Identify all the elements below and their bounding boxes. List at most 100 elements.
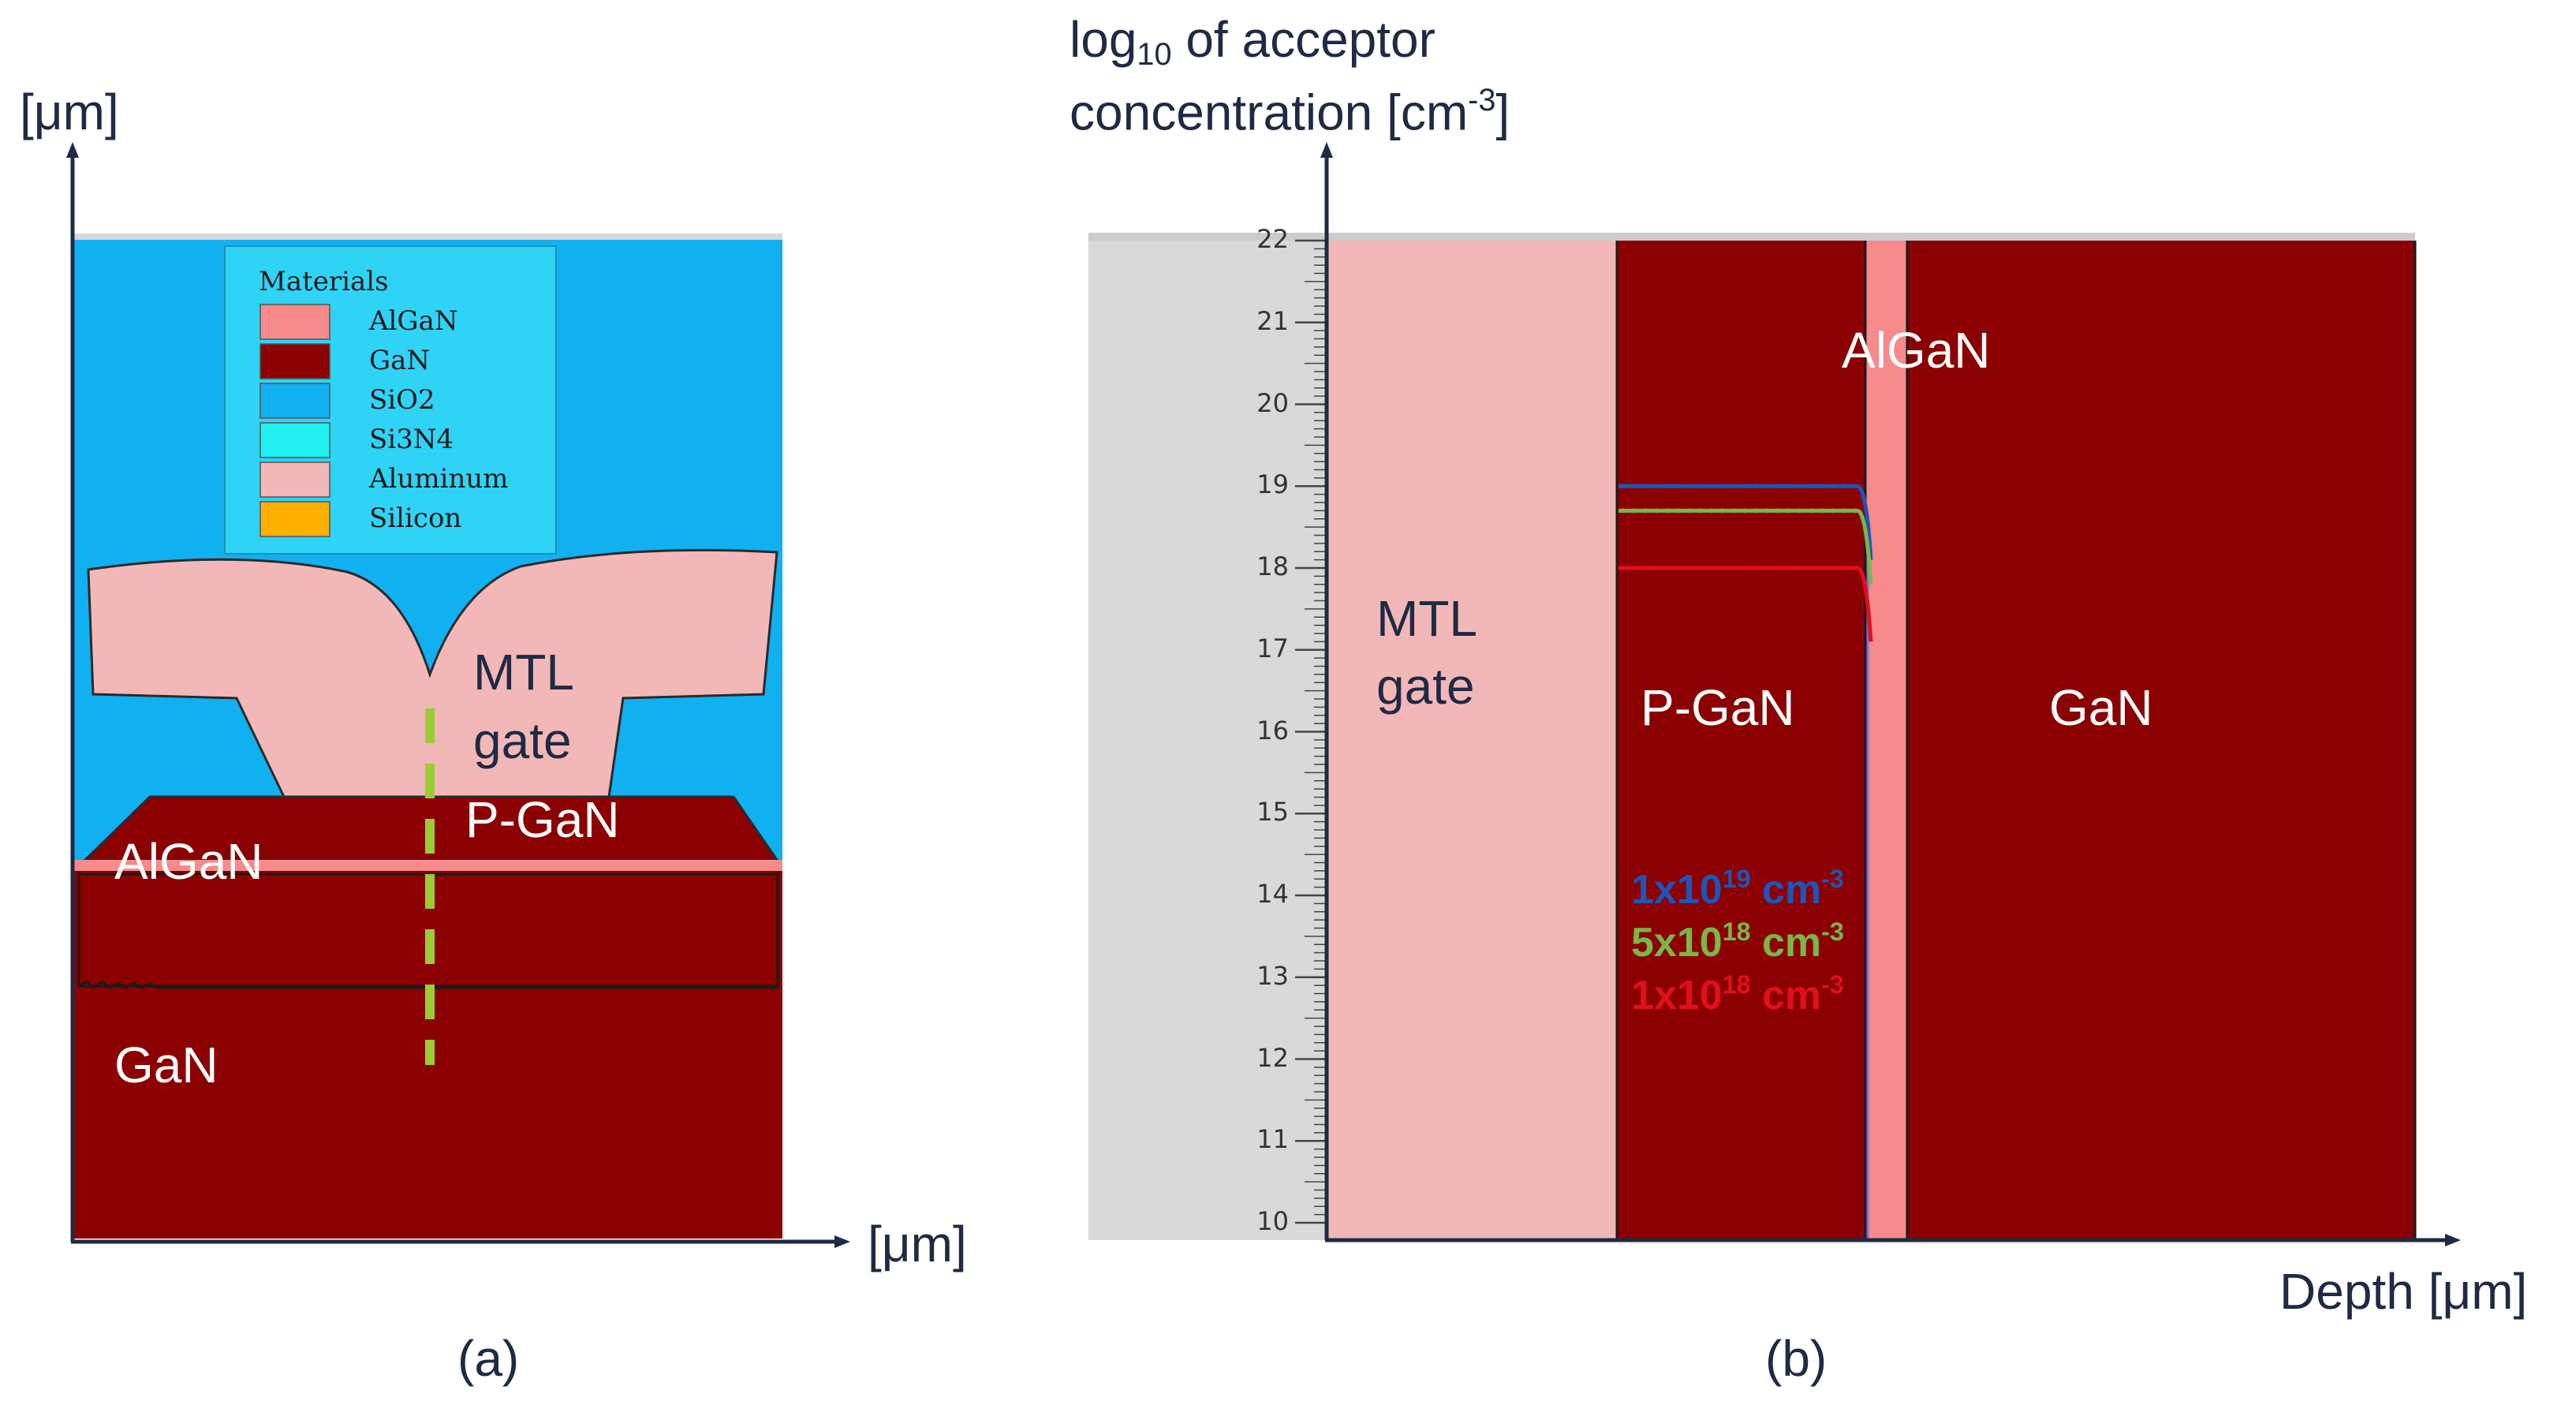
series-marker [1654, 508, 1659, 514]
panel-b-algan-label: AlGaN [1842, 322, 1991, 379]
series-marker [1654, 484, 1659, 489]
legend-label-aluminum: Aluminum [369, 463, 509, 495]
series-marker [1764, 566, 1769, 570]
series-marker [1687, 484, 1692, 489]
concentration-part: 1x10 [1631, 866, 1723, 913]
y-title-log: log [1070, 11, 1137, 68]
series-marker [1842, 484, 1846, 489]
series-marker [1809, 484, 1813, 489]
series-marker [1753, 566, 1758, 570]
pgan-region [1617, 241, 1865, 1240]
concentration-part: -3 [1821, 865, 1844, 893]
panel-a [66, 142, 850, 1248]
y-tick-label: 19 [1256, 469, 1289, 500]
series-marker [1798, 484, 1802, 489]
y-ticks [1295, 239, 1327, 1224]
legend-label-si3n4: Si3N4 [369, 424, 454, 455]
series-marker [1786, 508, 1791, 514]
series-marker [1643, 484, 1648, 489]
series-marker [1720, 566, 1725, 570]
y-tick-label: 17 [1256, 633, 1289, 663]
y-title2-pre: concentration [cm [1070, 84, 1469, 141]
y-title2-sup: -3 [1468, 83, 1496, 118]
series-marker [1632, 484, 1637, 489]
y-title-rest: of acceptor [1171, 11, 1435, 68]
series-marker [1753, 508, 1758, 514]
panel-a-gan-label: GaN [114, 1037, 218, 1093]
panel-a-mtl-label: MTL [473, 644, 574, 701]
algan-region [1865, 241, 1907, 1240]
series-marker [1665, 566, 1670, 570]
series-marker [1853, 484, 1857, 489]
concentration-part: 19 [1722, 865, 1751, 893]
series-marker [1731, 508, 1736, 514]
y-tick-label: 14 [1256, 879, 1289, 909]
panel-b-y-title-line1: log10 of acceptor [1070, 14, 1435, 71]
series-line-1 [1618, 508, 1873, 585]
series-marker [1742, 484, 1747, 489]
series-marker [1709, 566, 1714, 570]
concentration-label-1: 5x1018 cm-3 [1631, 919, 1844, 963]
series-marker [1775, 508, 1780, 514]
panel-a-x-unit: [μm] [868, 1216, 967, 1272]
panel-b-caption: (b) [1765, 1330, 1827, 1387]
panel-a-pgan-label: P-GaN [465, 791, 620, 848]
legend-title: Materials [259, 266, 389, 297]
panel-a-gate-label: gate [473, 712, 572, 769]
series-marker [1853, 508, 1857, 514]
series-marker [1842, 566, 1846, 570]
series-marker [1831, 484, 1835, 489]
panel-b-pgan-label: P-GaN [1641, 679, 1795, 736]
series-marker [1621, 508, 1626, 514]
top-grey-strip [1088, 233, 2415, 241]
series-marker [1643, 508, 1648, 514]
y-tick-label: 16 [1256, 715, 1289, 745]
series-marker [1621, 484, 1626, 489]
gan-jagged-line [78, 980, 778, 989]
series-marker [1742, 508, 1747, 514]
series-marker [1820, 508, 1824, 514]
concentration-part: 18 [1722, 970, 1751, 999]
panel-b-y-title-line2: concentration [cm-3] [1070, 83, 1510, 141]
concentration-part: 18 [1722, 917, 1751, 946]
legend-label-sio2: SiO2 [369, 384, 435, 416]
series-marker [1676, 508, 1681, 514]
legend-swatch-gan [259, 343, 330, 379]
concentration-label-0: 1x1019 cm-3 [1631, 866, 1844, 910]
series-marker [1632, 566, 1637, 570]
series-marker [1698, 566, 1703, 570]
panel-b-x-title: Depth [μm] [2279, 1263, 2528, 1320]
series-marker [1753, 484, 1758, 489]
series-line-2 [1618, 566, 1873, 642]
y-tick-label: 10 [1256, 1206, 1289, 1236]
series-marker [1698, 484, 1703, 489]
concentration-part: cm [1750, 866, 1822, 913]
concentration-part: -3 [1821, 970, 1844, 999]
concentration-part: cm [1750, 972, 1822, 1018]
series-marker [1742, 566, 1747, 570]
series-marker [1764, 508, 1769, 514]
series-marker [1654, 566, 1659, 570]
series-marker [1842, 508, 1846, 514]
aluminum-gate [87, 548, 778, 798]
region-borders [1615, 241, 2417, 1240]
series-marker [1621, 566, 1626, 570]
algan-layer [73, 860, 782, 871]
series-marker [1764, 484, 1769, 489]
series-group [1618, 484, 1873, 642]
series-marker [1643, 566, 1648, 570]
legend-swatch-si3n4 [259, 422, 330, 458]
panel-b-gate-label: gate [1376, 658, 1475, 715]
series-marker [1731, 566, 1736, 570]
series-marker [1687, 508, 1692, 514]
concentration-part: -3 [1821, 917, 1844, 946]
y-tick-label: 13 [1256, 960, 1289, 991]
concentration-label-2: 1x1018 cm-3 [1631, 972, 1844, 1016]
legend-swatch-sio2 [259, 383, 330, 419]
panel-a-caption: (a) [457, 1330, 520, 1387]
panel-b-gan-label: GaN [2049, 679, 2153, 736]
series-marker [1820, 566, 1824, 570]
series-marker [1831, 566, 1835, 570]
y-tick-label: 21 [1256, 305, 1289, 336]
